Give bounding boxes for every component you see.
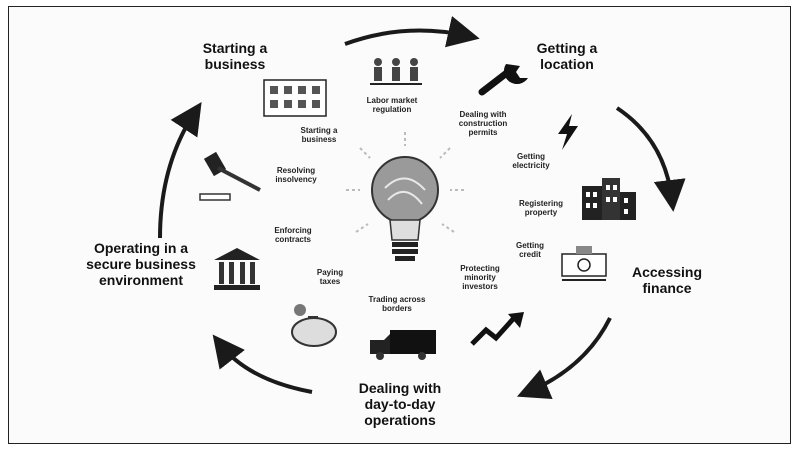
phase-day-to-day-operations: Dealing with day-to-day operations: [358, 380, 442, 428]
phase-getting-location: Getting a location: [536, 40, 598, 72]
indicator-enforcing-contracts: Enforcing contracts: [274, 226, 312, 244]
money-stack-icon: [561, 246, 607, 281]
phase-accessing-finance: Accessing finance: [631, 264, 703, 296]
phase-starting-business: Starting a business: [202, 40, 268, 72]
arrow-finance-to-operations: [516, 317, 612, 399]
arrow-location-to-finance: [615, 106, 686, 212]
indicator-starting-business: Starting a business: [300, 126, 338, 144]
indicator-trading-across-borders: Trading across borders: [368, 295, 426, 313]
indicator-paying-taxes: Paying taxes: [316, 268, 344, 286]
arrow-operations-to-secure: [212, 334, 313, 394]
bank-icon: [214, 248, 260, 290]
office-building-icon: [263, 79, 327, 117]
workers-icon: [370, 58, 422, 85]
indicator-registering-property: Registering property: [518, 199, 563, 217]
gavel-icon: [199, 151, 261, 201]
indicator-construction-permits: Dealing with construction permits: [458, 110, 508, 137]
indicator-protecting-investors: Protecting minority investors: [460, 264, 500, 291]
lightning-icon: [558, 114, 578, 150]
indicator-resolving-insolvency: Resolving insolvency: [275, 166, 317, 184]
arrow-secure-to-start: [158, 101, 202, 239]
indicator-labor-market-regulation: Labor market regulation: [366, 96, 418, 114]
indicator-getting-electricity: Getting electricity: [512, 152, 550, 170]
piggy-bank-icon: [291, 304, 337, 347]
trend-chart-icon: [470, 312, 524, 346]
wrench-icon: [478, 64, 528, 96]
buildings-icon: [582, 178, 636, 220]
truck-icon: [370, 330, 436, 360]
indicator-getting-credit: Getting credit: [516, 241, 544, 259]
phase-secure-environment: Operating in a secure business environme…: [86, 240, 196, 288]
arrow-start-to-location: [344, 16, 480, 48]
lightbulb-icon: [346, 132, 464, 261]
